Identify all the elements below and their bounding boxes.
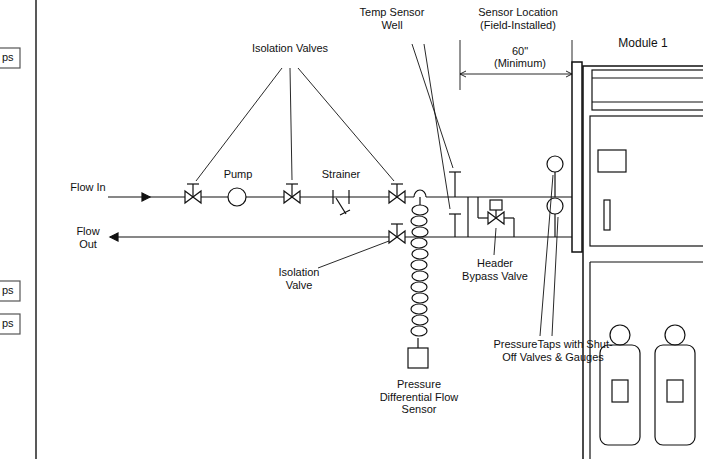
arrow-head <box>142 193 150 201</box>
coil-winding <box>412 315 428 325</box>
module-title: Module 1 <box>583 36 703 50</box>
coil-winding <box>412 249 428 259</box>
part-label: Temp Sensor Well <box>350 6 434 31</box>
dimension-text: 60" <box>500 45 540 58</box>
bypass-valve <box>468 197 514 237</box>
cropped-text: ps <box>2 51 20 64</box>
valve-symbol <box>284 184 300 203</box>
part-label: Pressure Differential Flow Sensor <box>370 378 468 416</box>
valve-symbol <box>185 184 201 203</box>
part-label: PressureTaps with Shut-Off Valves & Gaug… <box>490 338 616 363</box>
pump-symbol <box>228 188 246 206</box>
coil-winding <box>412 205 428 215</box>
module-box: Module 1 <box>583 36 703 459</box>
pipe-hop <box>414 190 426 197</box>
cropped-box <box>0 281 20 301</box>
sensor-tube <box>417 338 418 348</box>
coil-winding <box>411 282 427 292</box>
coil-winding <box>412 227 428 237</box>
strainer-symbol <box>333 190 350 215</box>
sensor-well <box>449 172 461 237</box>
part-label: Pump <box>218 168 258 181</box>
part-label: Isolation Valve <box>268 266 330 291</box>
part-label: Header Bypass Valve <box>462 257 528 282</box>
coil-winding <box>411 238 427 248</box>
valve-symbol <box>389 224 405 243</box>
valve-symbol <box>389 184 405 203</box>
coil-winding <box>412 271 428 281</box>
flow-label: Flow Out <box>70 225 106 250</box>
flow-sensor-box <box>408 348 428 368</box>
leader-line <box>196 44 558 336</box>
cropped-box <box>0 48 20 68</box>
coil-winding <box>411 216 427 226</box>
cropped-text: ps <box>2 284 20 297</box>
coil-winding <box>412 293 428 303</box>
cropped-box <box>0 314 20 334</box>
flow-label: Flow In <box>70 181 106 194</box>
dimension-text: (Minimum) <box>486 57 554 70</box>
coil-winding <box>411 326 427 336</box>
coil-winding <box>411 260 427 270</box>
part-label: Isolation Valves <box>250 42 330 55</box>
coil-tubing <box>411 205 428 336</box>
part-label: Strainer <box>316 168 366 181</box>
arrow-head <box>110 233 118 241</box>
pipe <box>110 236 572 237</box>
cropped-text: ps <box>2 317 20 330</box>
sensor-tube <box>419 197 420 205</box>
part-label: Sensor Location (Field-Installed) <box>462 6 574 31</box>
frame-line <box>35 0 37 459</box>
dimension-line <box>460 40 572 90</box>
module-housing <box>572 62 703 459</box>
coil-winding <box>411 304 427 314</box>
